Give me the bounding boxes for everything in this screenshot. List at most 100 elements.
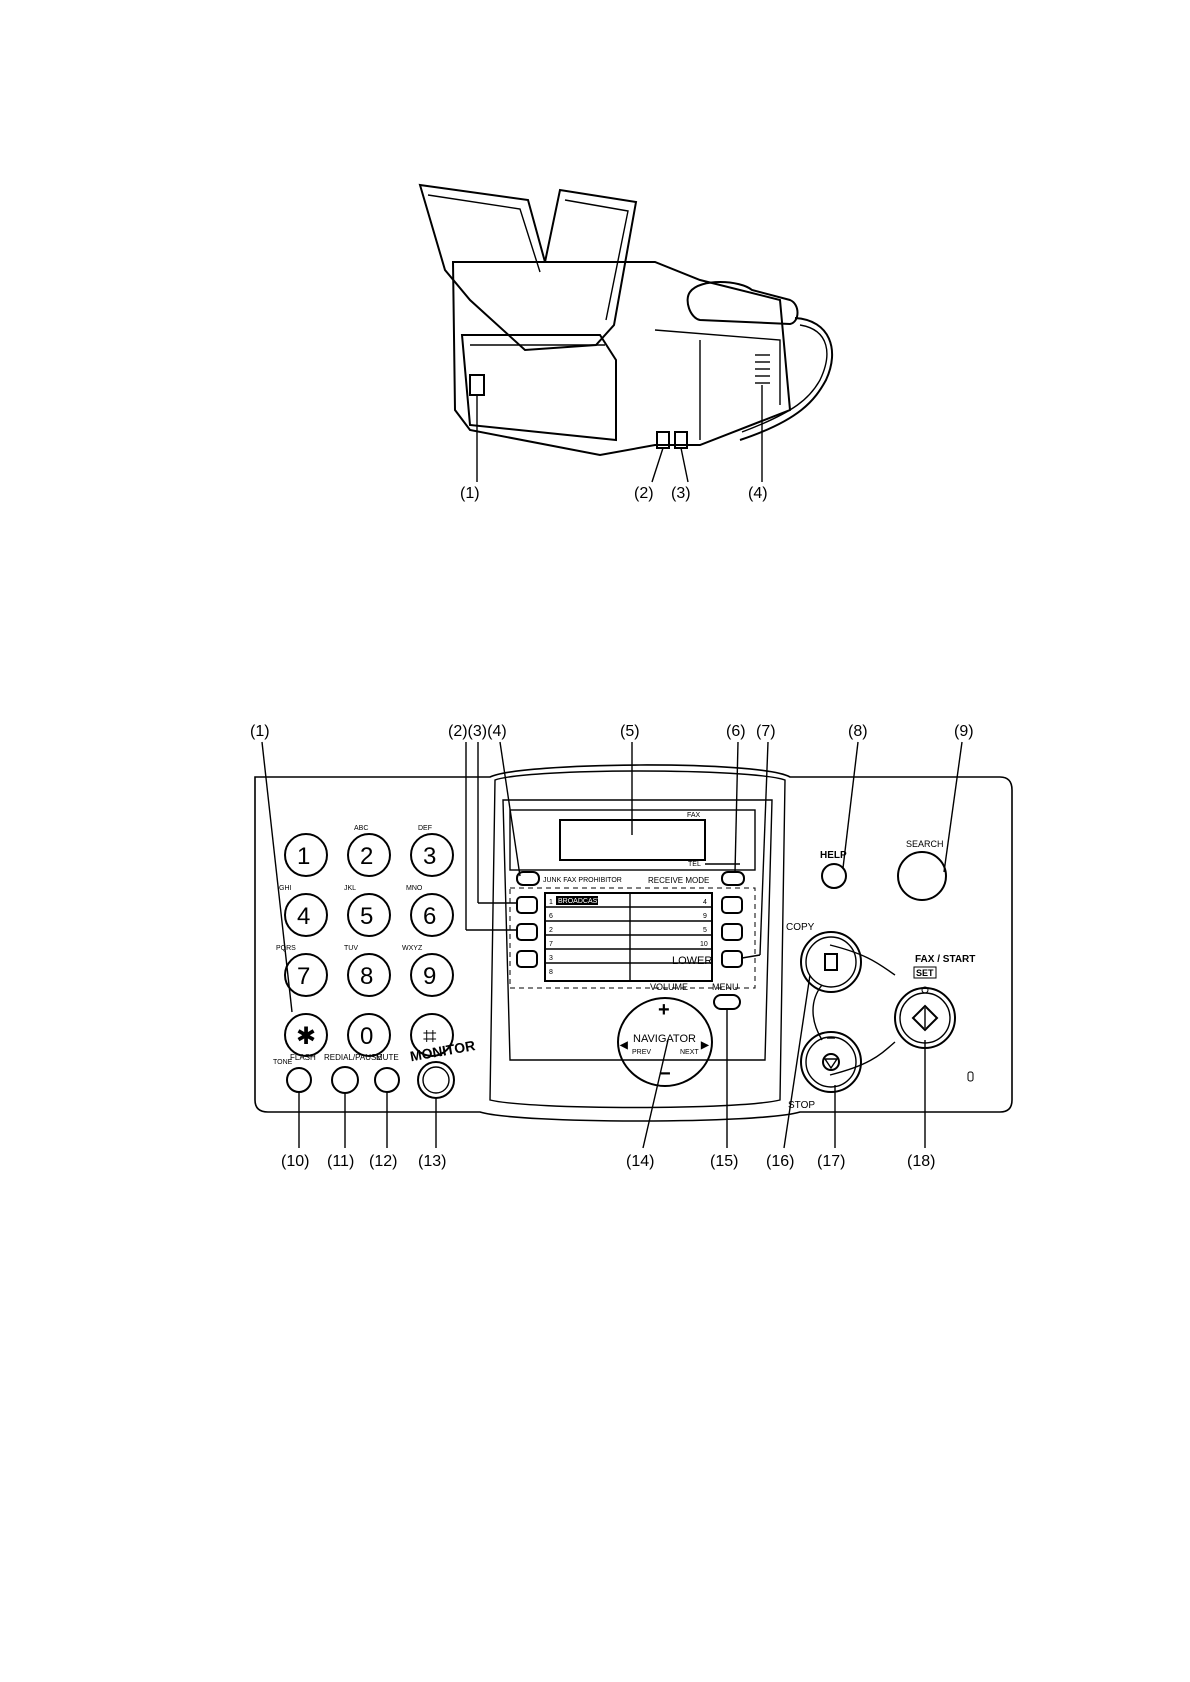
station-button-left-3[interactable] xyxy=(516,950,538,968)
search-label: SEARCH xyxy=(906,839,944,849)
panel-callout-1: (1) xyxy=(250,723,270,740)
key-6-digit: 6 xyxy=(423,903,436,930)
dir-row-2-left: 6 xyxy=(549,913,553,920)
dir-row-1-right: 4 xyxy=(703,899,707,906)
start-icon xyxy=(911,1004,939,1032)
panel-callout-16: (16) xyxy=(766,1153,794,1170)
panel-callout-11: (11) xyxy=(327,1153,354,1170)
key-star[interactable] xyxy=(284,1013,328,1057)
stop-label: STOP xyxy=(788,1100,815,1111)
set-label: SET xyxy=(916,968,934,978)
volume-down-icon[interactable]: − xyxy=(659,1063,671,1085)
key-8[interactable] xyxy=(347,953,391,997)
panel-callout-7: (7) xyxy=(756,723,776,740)
key-8-digit: 8 xyxy=(360,963,373,990)
lower-button[interactable] xyxy=(721,950,743,968)
dir-row-3-right: 5 xyxy=(703,927,707,934)
junk-fax-prohibitor-button[interactable] xyxy=(516,871,540,886)
rear-callout-2: (2) xyxy=(634,485,654,502)
mute-label: MUTE xyxy=(376,1053,399,1062)
help-button[interactable] xyxy=(821,863,847,889)
key-hash[interactable] xyxy=(410,1013,454,1057)
dir-row-4-right: 10 xyxy=(700,941,708,948)
dir-row-6-left: 8 xyxy=(549,969,553,976)
key-1[interactable] xyxy=(284,833,328,877)
panel-outline xyxy=(254,764,1013,1122)
key-3-letters: DEF xyxy=(418,825,432,832)
next-label: NEXT xyxy=(680,1049,699,1056)
key-9-letters: WXYZ xyxy=(402,945,423,952)
next-arrow-icon[interactable]: ▶ xyxy=(700,1040,710,1051)
key-3-digit: 3 xyxy=(423,843,436,870)
panel-callout-10: (10) xyxy=(281,1153,309,1170)
key-6[interactable] xyxy=(410,893,454,937)
flash-label: FLASH xyxy=(290,1053,316,1062)
key-9[interactable] xyxy=(410,953,454,997)
key-9-digit: 9 xyxy=(423,963,436,990)
key-5-letters: JKL xyxy=(344,885,356,892)
panel-callout-14: (14) xyxy=(626,1153,654,1170)
volume-up-icon[interactable]: + xyxy=(658,999,670,1021)
copy-icon xyxy=(824,953,838,971)
dir-row-5-left: 3 xyxy=(549,955,553,962)
navigator-pad: VOLUME + − ◀ ▶ NAVIGATOR PREV NEXT xyxy=(616,982,714,1088)
panel-callout-5: (5) xyxy=(620,723,640,740)
key-5[interactable] xyxy=(347,893,391,937)
search-button[interactable] xyxy=(897,851,947,901)
rear-view-illustration: (1) (2) (3) (4) xyxy=(418,183,834,502)
key-7-letters: PQRS xyxy=(276,945,296,952)
copy-button[interactable] xyxy=(800,931,862,993)
key-star-letters: TONE xyxy=(273,1059,293,1066)
dial-keypad: 1 2 ABC 3 DEF 4 GHI 5 JKL 6 MNO 7 PQRS 8… xyxy=(273,825,454,1066)
display-fax-label: FAX xyxy=(687,812,701,819)
rear-callout-3: (3) xyxy=(671,485,691,502)
station-button-right-2[interactable] xyxy=(721,923,743,941)
key-0[interactable] xyxy=(347,1013,391,1057)
key-1-digit: 1 xyxy=(297,843,310,870)
panel-callout-8: (8) xyxy=(848,723,868,740)
navigator-label: NAVIGATOR xyxy=(633,1033,696,1045)
stop-button[interactable] xyxy=(800,1031,862,1093)
navigator-key[interactable] xyxy=(616,996,714,1088)
copy-label: COPY xyxy=(786,922,815,933)
key-2[interactable] xyxy=(347,833,391,877)
display-tel-label: TEL xyxy=(688,861,701,868)
key-hash-digit: ⌗ xyxy=(423,1023,437,1050)
rear-callout-1: (1) xyxy=(460,485,480,502)
key-6-letters: MNO xyxy=(406,885,423,892)
prev-arrow-icon[interactable]: ◀ xyxy=(619,1040,628,1051)
key-0-digit: 0 xyxy=(360,1023,373,1050)
station-button-left-2[interactable] xyxy=(516,923,538,941)
panel-callout-9: (9) xyxy=(954,723,974,740)
station-button-right-1[interactable] xyxy=(721,896,743,914)
rear-callout-4: (4) xyxy=(748,485,768,502)
receive-mode-button[interactable] xyxy=(721,871,745,886)
help-label: HELP xyxy=(820,850,847,861)
key-4-letters: GHI xyxy=(279,885,292,892)
receive-mode-label: RECEIVE MODE xyxy=(648,876,709,885)
panel-callout-13: (13) xyxy=(418,1153,446,1170)
volume-label: VOLUME xyxy=(650,982,688,992)
key-star-digit: ✱ xyxy=(296,1023,316,1050)
dir-row-1-left: 1 xyxy=(549,899,553,906)
panel-callout-18: (18) xyxy=(907,1153,935,1170)
key-2-digit: 2 xyxy=(360,843,373,870)
menu-label: MENU xyxy=(712,982,739,992)
panel-callout-6: (6) xyxy=(726,723,746,740)
key-4-digit: 4 xyxy=(297,903,310,930)
dir-row-2-right: 9 xyxy=(703,913,707,920)
key-3[interactable] xyxy=(410,833,454,877)
panel-callout-2-3-4: (2)(3)(4) xyxy=(448,723,507,740)
dir-row-4-left: 7 xyxy=(549,941,553,948)
station-button-left-1[interactable] xyxy=(516,896,538,914)
redial-pause-label: REDIAL/PAUSE xyxy=(324,1053,382,1062)
key-7[interactable] xyxy=(284,953,328,997)
prev-label: PREV xyxy=(632,1049,651,1056)
key-2-letters: ABC xyxy=(354,825,368,832)
key-4[interactable] xyxy=(284,893,328,937)
stop-icon xyxy=(822,1053,840,1071)
operation-panel: (1) (2)(3)(4) (5) (6) (7) (8) (9) FAX TE… xyxy=(250,723,1013,1170)
directory-card xyxy=(544,892,713,982)
dir-row-3-left: 2 xyxy=(549,927,553,934)
